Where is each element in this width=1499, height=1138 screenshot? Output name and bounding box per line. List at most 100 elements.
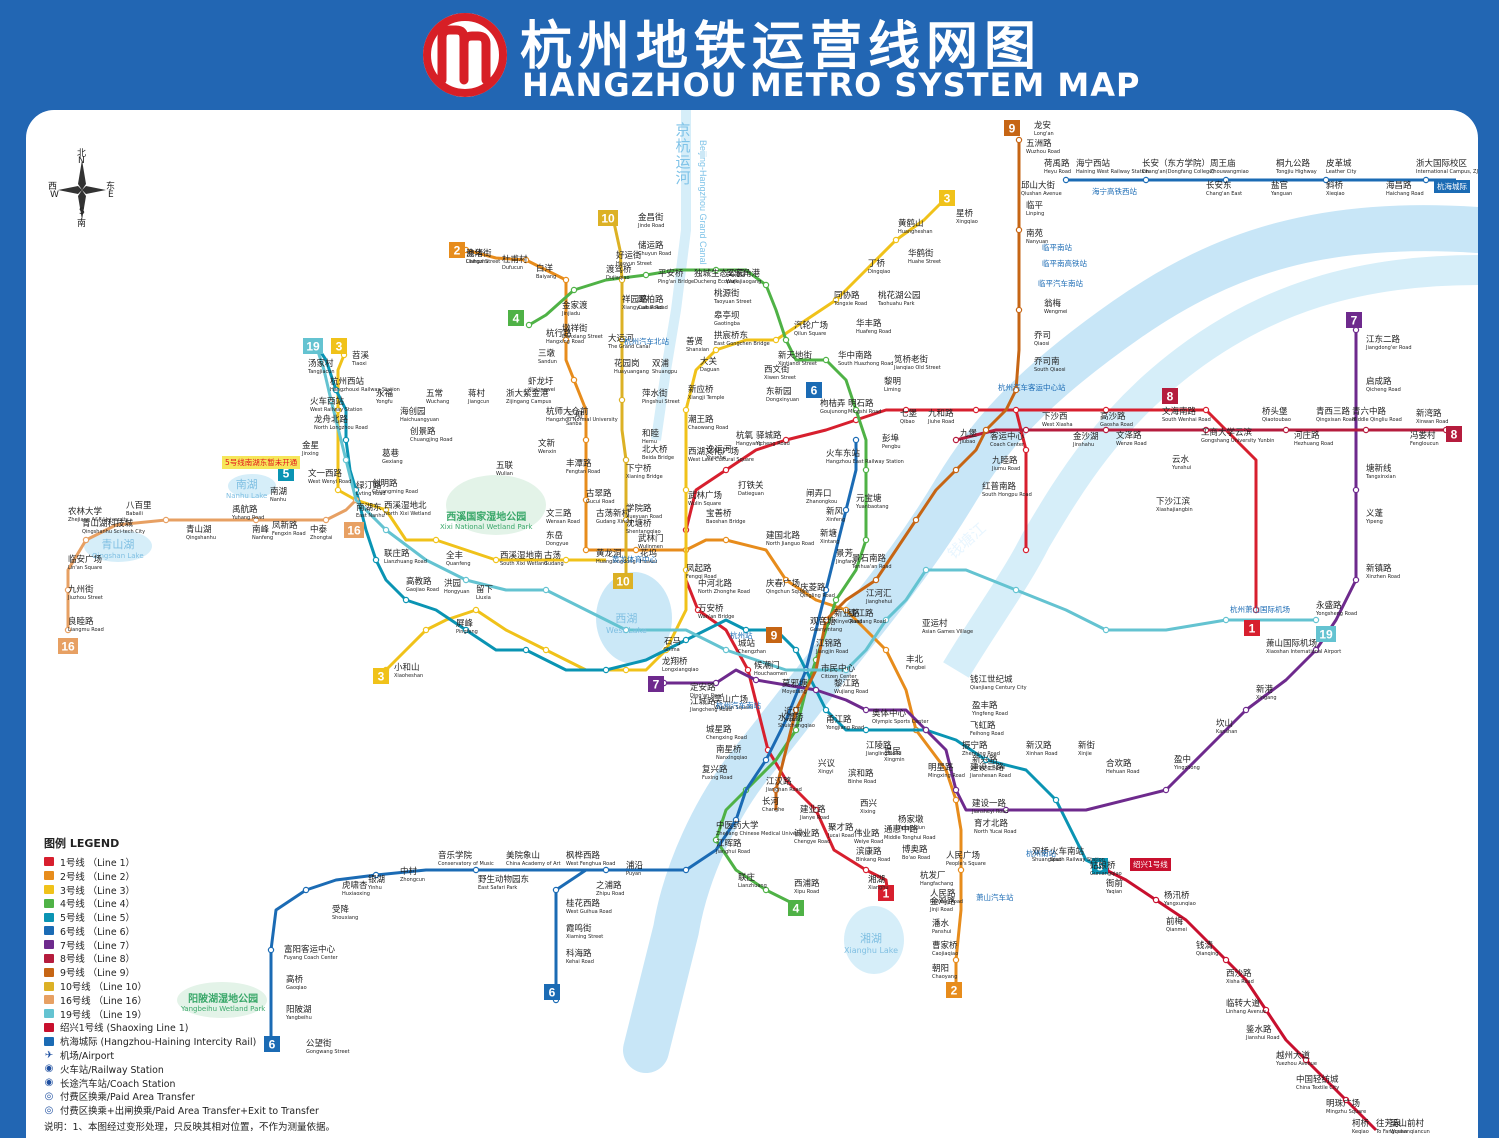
station-dot[interactable] [832, 596, 840, 604]
station-dot[interactable] [972, 406, 980, 414]
line-badge-2[interactable]: 2 [946, 982, 962, 998]
line-badge-bg[interactable] [508, 310, 524, 326]
station-dot[interactable] [1312, 646, 1320, 654]
route-line-3[interactable] [384, 198, 946, 672]
station-dot[interactable] [842, 666, 850, 674]
station-dot[interactable] [1142, 176, 1150, 184]
station-dot[interactable] [1252, 606, 1260, 614]
line-badge-bg[interactable] [1346, 312, 1362, 328]
line-badge-19[interactable]: 19 [303, 338, 323, 354]
station-dot[interactable] [602, 866, 610, 874]
line-badge-bg[interactable] [373, 668, 389, 684]
station-dot[interactable] [582, 436, 590, 444]
line-badge-8[interactable]: 8 [1446, 426, 1462, 442]
station-dot[interactable] [322, 516, 330, 524]
line-badge-6[interactable]: 6 [806, 382, 822, 398]
station-dot[interactable] [762, 281, 770, 289]
station-dot[interactable] [522, 256, 530, 264]
station-dot[interactable] [952, 466, 960, 474]
station-dot[interactable] [682, 406, 690, 414]
station-dot[interactable] [382, 506, 390, 514]
station-dot[interactable] [1052, 796, 1060, 804]
station-dot[interactable] [682, 486, 690, 494]
station-dot[interactable] [1022, 546, 1030, 554]
station-dot[interactable] [472, 606, 480, 614]
station-dot[interactable] [682, 566, 690, 574]
station-dot[interactable] [852, 406, 860, 414]
landmark-label[interactable]: 杭海城际 [1434, 180, 1470, 193]
line-badge-3[interactable]: 3 [331, 338, 347, 354]
landmark-label[interactable]: 杭州南站 [1026, 849, 1056, 858]
line-badge-bg[interactable] [878, 885, 894, 901]
station-dot[interactable] [618, 276, 626, 284]
station-dot[interactable] [792, 646, 800, 654]
station-dot[interactable] [622, 666, 630, 674]
station-dot[interactable] [582, 496, 590, 504]
station-dot[interactable] [862, 706, 870, 714]
station-dot[interactable] [782, 436, 790, 444]
station-dot[interactable] [922, 566, 930, 574]
station-dot[interactable] [618, 396, 626, 404]
station-dot[interactable] [772, 336, 780, 344]
station-dot[interactable] [1102, 426, 1110, 434]
line-badge-bg[interactable] [598, 210, 618, 226]
landmark-label[interactable]: 临平南站 [1042, 243, 1072, 252]
station-dot[interactable] [882, 616, 890, 624]
station-dot[interactable] [822, 356, 830, 364]
line-badge-bg[interactable] [648, 676, 664, 692]
station-dot[interactable] [602, 666, 610, 674]
station-dot[interactable] [1222, 616, 1230, 624]
station-dot[interactable] [922, 726, 930, 734]
